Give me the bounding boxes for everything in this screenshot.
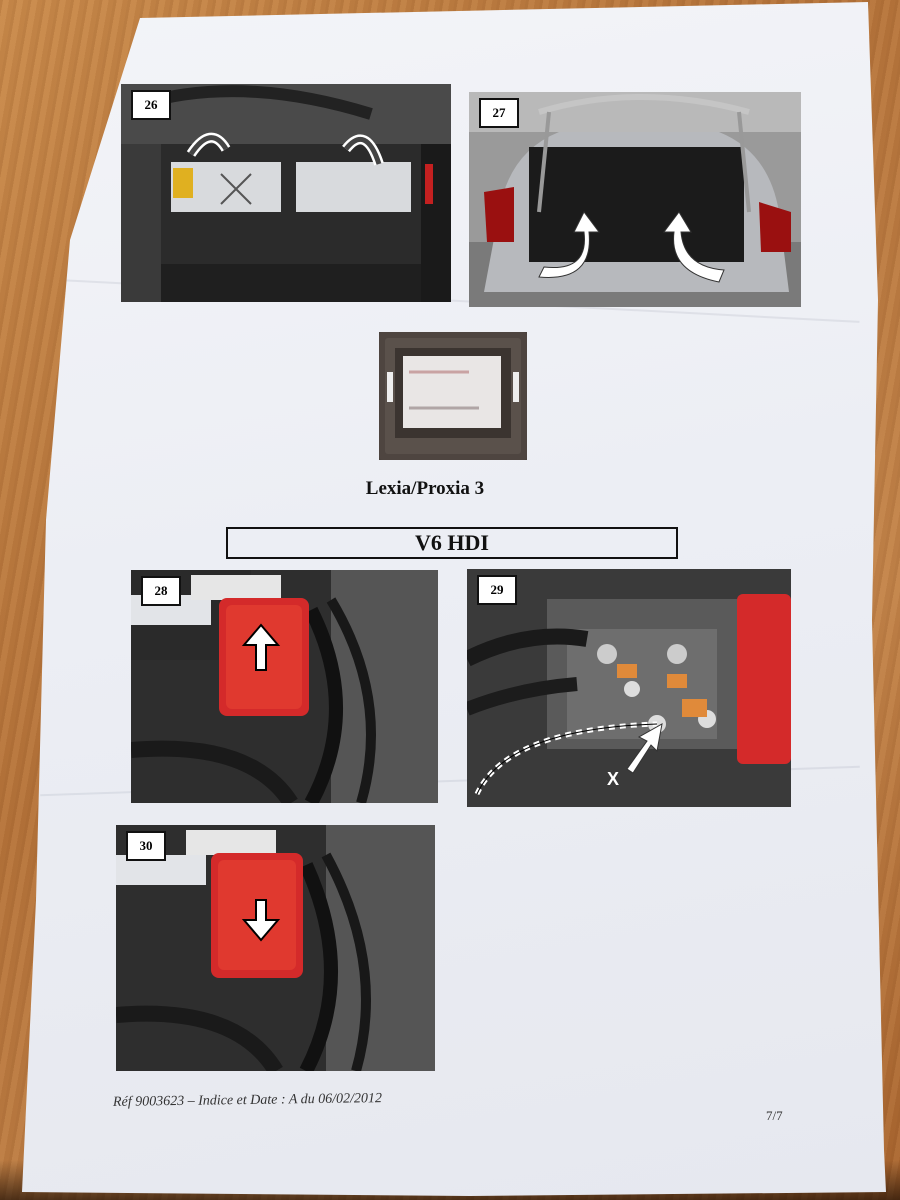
- battery-illustration: [121, 84, 451, 302]
- photo-30-cover-closed: 30: [116, 825, 435, 1071]
- photo-26-battery: 26: [121, 84, 451, 302]
- photo-28-cover-open: 28: [131, 570, 438, 803]
- tool-caption: Lexia/Proxia 3: [365, 478, 485, 499]
- photo-number-badge: 26: [131, 90, 171, 120]
- marker-x: X: [607, 769, 619, 789]
- red-cover-up-illustration: [131, 570, 438, 803]
- photo-number-badge: 27: [479, 98, 519, 128]
- section-title: V6 HDI: [415, 530, 489, 555]
- red-cover-down-illustration: [116, 825, 435, 1071]
- trunk-illustration: [469, 92, 801, 307]
- tablet-illustration: [379, 332, 527, 460]
- photo-number-badge: 29: [477, 575, 517, 605]
- terminal-box-illustration: X: [467, 569, 791, 807]
- diagnostic-tool-image: [379, 332, 527, 460]
- photo-27-trunk: 27: [469, 92, 801, 307]
- section-title-box: V6 HDI: [226, 527, 678, 559]
- photo-number-badge: 30: [126, 831, 166, 861]
- page-number: 7/7: [766, 1108, 783, 1123]
- photo-number-badge: 28: [141, 576, 181, 606]
- photo-29-terminal-box: X 29: [467, 569, 791, 807]
